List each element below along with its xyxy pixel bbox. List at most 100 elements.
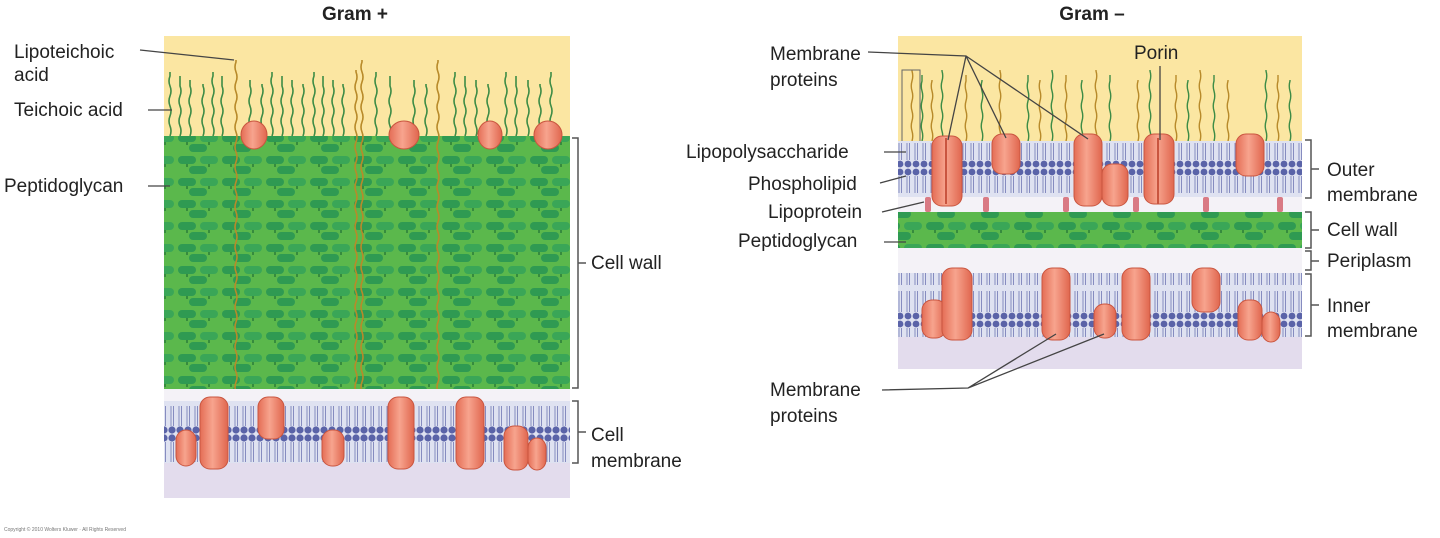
lps-strand [1136,80,1140,142]
membrane-protein [1261,311,1281,343]
lps-strand [1026,75,1030,142]
label-membrane-proteins-bottom: Membrane proteins [770,380,861,427]
lipoteichoic-acid-strand [234,60,238,403]
teichoic-acid-strand [321,76,325,137]
lps-strand [1174,75,1178,142]
teichoic-acid-strand [201,84,205,137]
gp-exterior [164,36,570,137]
label-cell-wall-gp: Cell wall [591,253,662,274]
teichoic-acid-strand [388,76,392,137]
membrane-protein [1191,267,1221,313]
lps-strand [920,75,924,142]
surface-protein [533,120,563,150]
membrane-protein [387,396,415,470]
lps-strand [1276,75,1280,142]
bracket-periplasm [1305,250,1319,271]
teichoic-acid-strand [220,76,224,137]
teichoic-acid-strand [526,80,530,137]
gp-peptidoglycan-layer [164,136,570,389]
lipoteichoic-acid-strand [436,60,440,403]
membrane-protein [1237,299,1263,341]
lps-strand [1186,80,1190,142]
lps-strand [964,75,968,142]
membrane-protein [503,425,529,471]
label-inner-membrane: Inner membrane [1327,296,1418,342]
teichoic-acid-strand [474,80,478,137]
teichoic-acid-strand [211,72,215,137]
gp-cell-membrane [164,401,570,463]
bracket-inner-membrane [1305,273,1319,337]
label-membrane-proteins-top: Membrane proteins [770,44,861,91]
membrane-protein [321,429,345,467]
membrane-protein [175,429,197,467]
lipoteichoic-acid-strand [354,70,358,403]
label-porin: Porin [1134,43,1179,64]
leader-lipoprotein [881,201,925,213]
teichoic-acid-strand [341,84,345,137]
membrane-protein [991,133,1021,175]
gp-cytoplasm [164,463,570,498]
gn-periplasm-top [898,197,1302,212]
gn-peptidoglycan-layer [898,212,1302,248]
bracket-outer-membrane [1305,139,1319,199]
gn-membrane-proteins [921,133,1281,343]
bracket-gn-cell-wall [1305,211,1319,249]
surface-protein [477,120,503,150]
title-gram-negative: Gram – [1059,4,1125,25]
label-peptidoglycan-gp: Peptidoglycan [4,176,124,197]
title-gram-positive: Gram + [321,4,388,25]
label-teichoic-acid: Teichoic acid [14,100,123,121]
copyright-notice: Copyright © 2010 Wolters Kluwer · All Ri… [4,527,126,533]
membrane-protein [1093,303,1117,339]
lps-strand [1198,70,1202,142]
gn-cytoplasm [898,337,1302,369]
teichoic-acid-strand [301,84,305,137]
gram-negative-panel [898,36,1302,369]
membrane-protein [941,267,973,341]
leader-lipoteichoic [139,49,235,61]
teichoic-acid-strand [168,72,172,137]
lps-strand [998,70,1002,142]
teichoic-acid-strand [312,72,316,137]
lps-strand [1094,70,1098,142]
surface-protein [388,120,420,150]
leader-membrane-proteins-bottom [881,333,1105,391]
lps-strand [940,70,944,142]
membrane-protein [455,396,485,470]
teichoic-acid-strands [168,72,553,137]
lipoprotein [925,197,931,212]
lps-strand [980,80,984,142]
membrane-protein [1101,163,1129,207]
brackets [572,137,1319,464]
teichoic-acid-strand [178,76,182,137]
leader-lines [139,49,1161,391]
lipoteichoic-acid-strands [234,60,440,403]
teichoic-acid-strand [374,72,378,137]
leader-membrane-proteins-top [867,51,1089,141]
lps-strand [1108,75,1112,142]
lps-strand [1064,75,1068,142]
label-peptidoglycan-gn: Peptidoglycan [738,231,858,252]
bracket-cell-membrane [572,400,586,464]
lipopolysaccharide-strands [901,69,1292,143]
lps-strand [1050,70,1054,142]
teichoic-acid-strand [514,76,518,137]
label-lipopolysaccharide: Lipopolysaccharide [686,142,849,163]
lps-strand [1148,70,1152,142]
lps-strand [1226,80,1230,142]
teichoic-acid-strand [453,72,457,137]
membrane-protein [199,396,229,470]
lps-strand [1264,70,1268,142]
lipoteichoic-acid-strand [360,60,364,403]
lps-strand [1080,80,1084,142]
membrane-protein [257,396,285,440]
teichoic-acid-strand [280,76,284,137]
lipoprotein [1133,197,1139,212]
membrane-protein [527,437,547,471]
label-cell-wall-gn: Cell wall [1327,220,1398,241]
label-phospholipid: Phospholipid [748,174,857,195]
membrane-protein [1073,133,1103,207]
lipoprotein [983,197,989,212]
teichoic-acid-strand [290,80,294,137]
